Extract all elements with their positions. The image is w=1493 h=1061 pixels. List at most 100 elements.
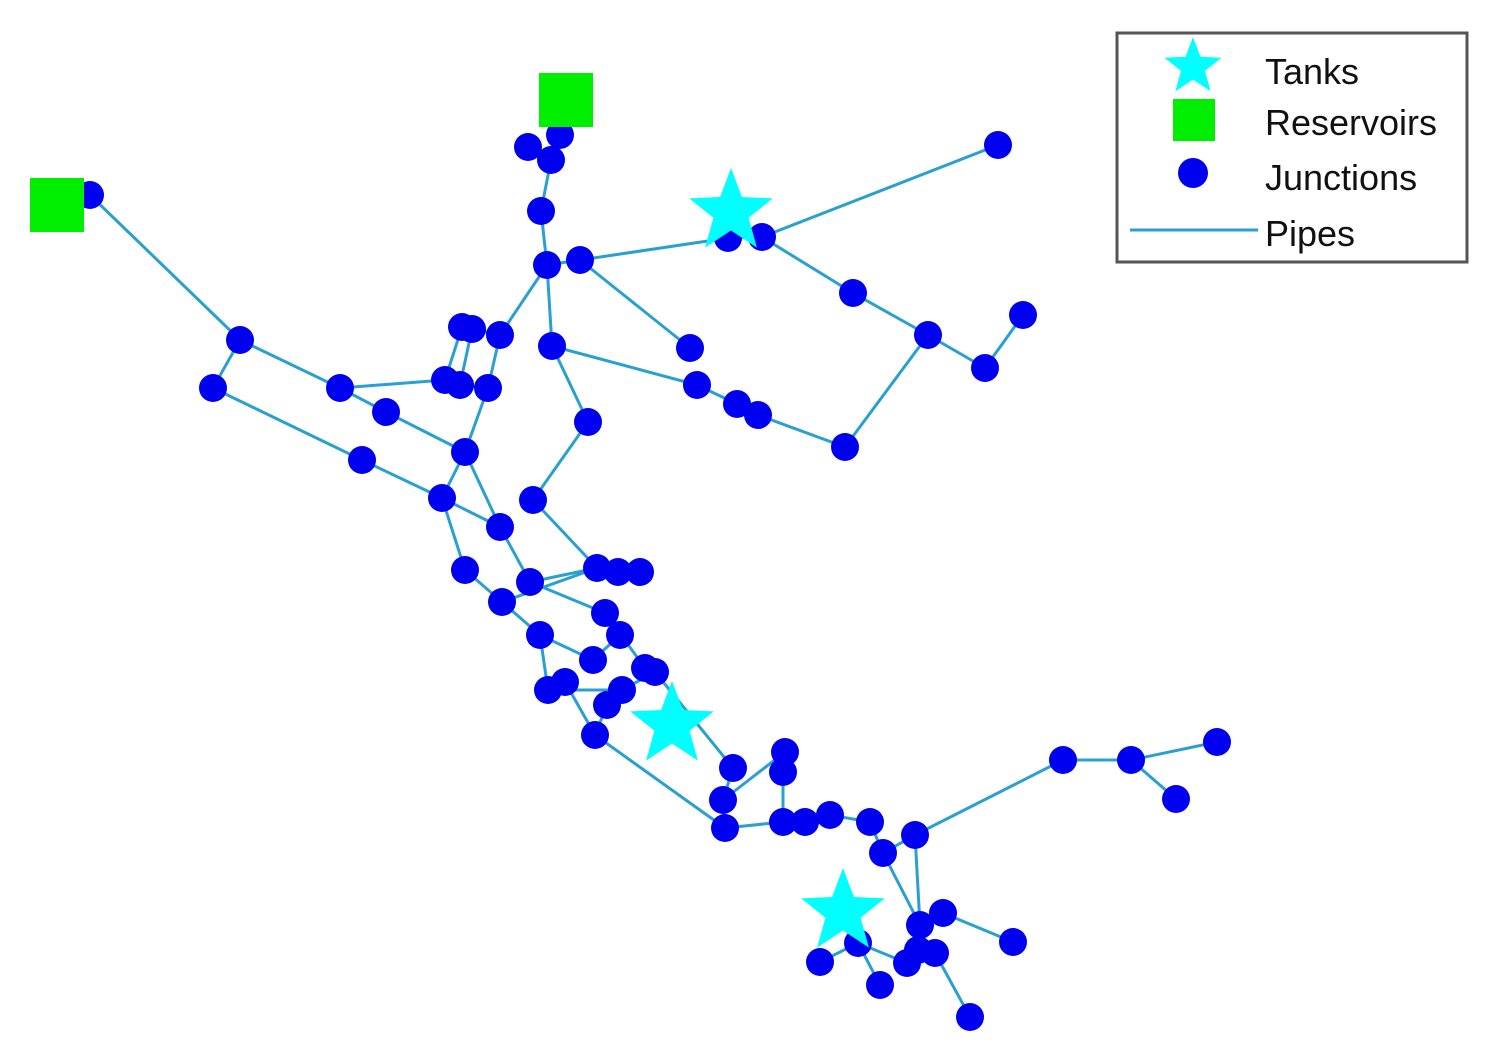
pipe [757, 413, 846, 449]
pipe [531, 421, 590, 501]
legend-label-reservoirs: Reservoirs [1265, 102, 1437, 143]
junction-node [606, 621, 634, 649]
pipe [361, 458, 443, 500]
junction-node [769, 808, 797, 836]
tank-node [801, 868, 885, 948]
tank-node [630, 681, 714, 761]
pipe [913, 834, 922, 926]
junction-node [929, 899, 957, 927]
junction-node [914, 321, 942, 349]
junction-node [533, 251, 561, 279]
junction-node [683, 371, 711, 399]
pipe [914, 758, 1064, 837]
legend-tank-icon [1164, 37, 1222, 92]
junction-node [769, 758, 797, 786]
pipe [498, 264, 549, 336]
junction-node [1009, 301, 1037, 329]
legend-label-tanks: Tanks [1265, 51, 1359, 92]
pipe [239, 338, 341, 390]
pipe [594, 733, 726, 830]
junction-node [458, 315, 486, 343]
junction-node [583, 554, 611, 582]
legend-label-junctions: Junctions [1265, 157, 1417, 198]
junction-node [893, 949, 921, 977]
pipe [385, 410, 466, 454]
junction-node [641, 658, 669, 686]
junction-node [519, 486, 547, 514]
junction-node [428, 484, 456, 512]
junction-node [486, 513, 514, 541]
junction-node [579, 646, 607, 674]
junction-node [1162, 785, 1190, 813]
junction-node [516, 568, 544, 596]
reservoir-node [30, 178, 84, 232]
pipe [501, 566, 598, 604]
pipe [852, 291, 929, 337]
junction-node [486, 321, 514, 349]
legend: Tanks Reservoirs Junctions Pipes [1115, 31, 1469, 264]
junction-node [546, 121, 574, 149]
legend-label-pipes: Pipes [1265, 213, 1355, 254]
junction-node [791, 808, 819, 836]
junction-node [839, 279, 867, 307]
junction-node [984, 131, 1012, 159]
junction-node [1203, 728, 1231, 756]
junction-node [226, 326, 254, 354]
tank-node [689, 168, 773, 248]
junction-node [474, 374, 502, 402]
legend-reservoir-icon [1173, 99, 1215, 141]
junction-node [719, 754, 747, 782]
junction-node [348, 446, 376, 474]
junction-node [199, 374, 227, 402]
junction-node [626, 558, 654, 586]
junction-node [971, 354, 999, 382]
pipe [88, 193, 242, 342]
legend-junction-icon [1178, 158, 1208, 188]
junction-node [537, 146, 565, 174]
junction-node [591, 599, 619, 627]
pipe [531, 498, 599, 570]
junction-node [711, 814, 739, 842]
junction-node [446, 371, 474, 399]
junctions-layer [76, 121, 1231, 1031]
pipe [339, 378, 446, 390]
junction-node [372, 398, 400, 426]
pipe [1130, 740, 1218, 762]
junction-node [723, 390, 751, 418]
junction-node [806, 948, 834, 976]
reservoirs-layer [30, 73, 593, 232]
junction-node [1049, 746, 1077, 774]
junction-node [866, 971, 894, 999]
junction-node [581, 721, 609, 749]
pipe [761, 235, 854, 295]
junction-node [604, 558, 632, 586]
junction-node [488, 588, 516, 616]
junction-node [527, 197, 555, 225]
pipe [579, 258, 691, 350]
tanks-layer [630, 168, 885, 948]
junction-node [514, 133, 542, 161]
pipe [550, 345, 590, 423]
junction-node [676, 334, 704, 362]
junction-node [901, 821, 929, 849]
junction-node [816, 801, 844, 829]
junction-node [869, 839, 897, 867]
junction-node [856, 808, 884, 836]
junction-node [608, 676, 636, 704]
junction-node [566, 246, 594, 274]
legend-box [1115, 31, 1469, 264]
junction-node [451, 556, 479, 584]
junction-node [906, 911, 934, 939]
junction-node [709, 786, 737, 814]
junction-node [744, 401, 772, 429]
junction-node [956, 1003, 984, 1031]
pipe [212, 386, 363, 462]
junction-node [1117, 746, 1145, 774]
junction-node [451, 438, 479, 466]
junction-node [538, 332, 566, 360]
junction-node [526, 621, 554, 649]
junction-node [999, 928, 1027, 956]
junction-node [921, 939, 949, 967]
pipe [551, 344, 698, 387]
